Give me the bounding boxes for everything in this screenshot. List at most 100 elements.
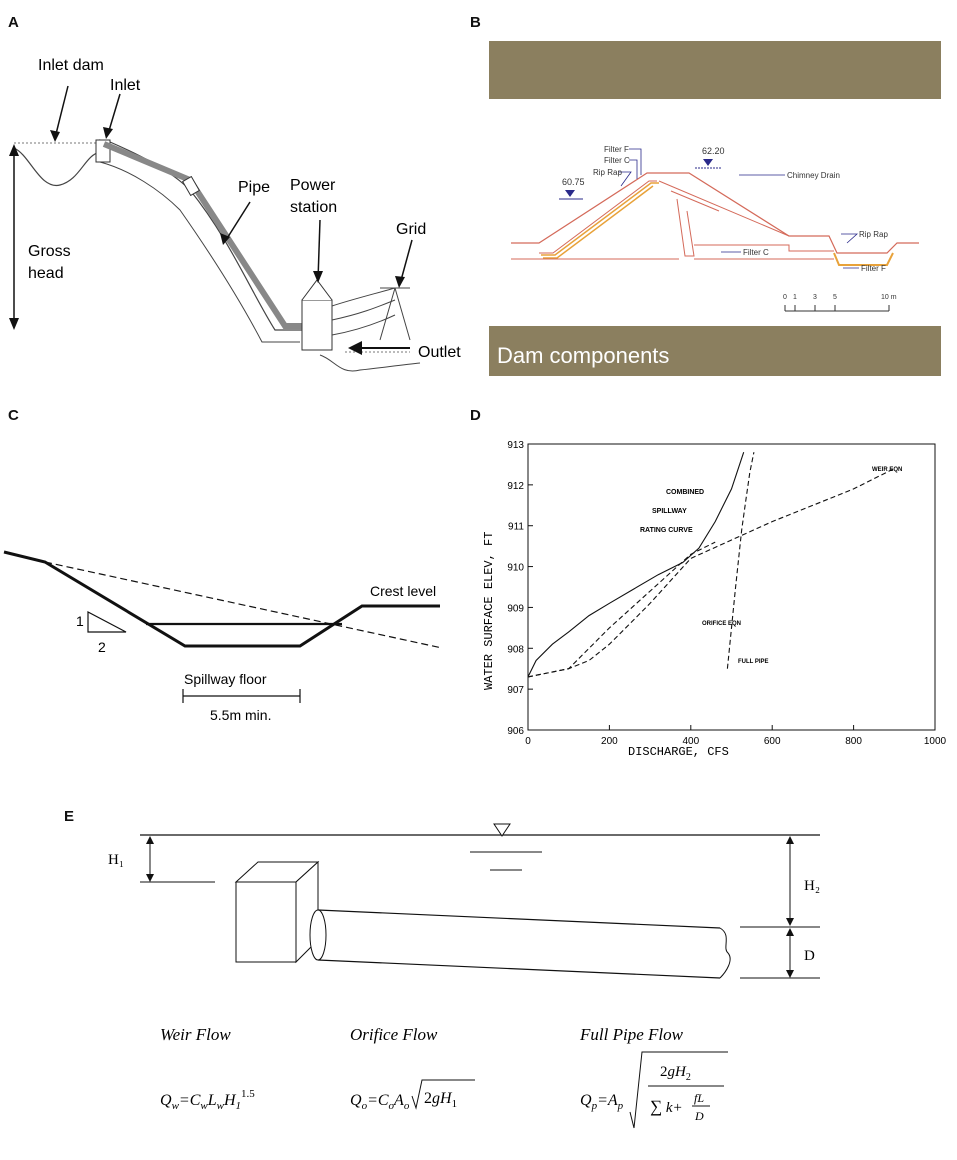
h1-arrow-bottom (146, 874, 154, 882)
y-tick-label-911: 911 (508, 522, 524, 533)
y-tick-label-908: 908 (507, 644, 524, 655)
pipe-pointer-head (220, 233, 230, 245)
series-line-3 (726, 452, 755, 669)
x-tick-label-400: 400 (682, 736, 699, 747)
power-station-label-2: station (290, 199, 337, 216)
inlet-dam-pointer-head (50, 130, 60, 142)
title-band (489, 326, 941, 376)
svg-text:Qw=CwLwH11.5: Qw=CwLwH11.5 (160, 1088, 255, 1112)
d-arrow-bottom (786, 970, 794, 978)
x-tick-label-200: 200 (601, 736, 618, 747)
inlet-label: Inlet (110, 77, 141, 94)
tailrace (319, 354, 421, 372)
level-marker-left (565, 190, 575, 197)
level-left-label: 60.75 (562, 177, 585, 187)
d-label: D (804, 948, 815, 964)
top-band (489, 41, 941, 99)
scale-tick-3: 3 (813, 294, 817, 301)
inlet-box-front (235, 881, 297, 963)
grid-label: Grid (396, 221, 426, 238)
scale-tick-10: 10 m (881, 294, 897, 301)
annotation-combined: COMBINED (666, 489, 704, 496)
full-pipe-flow-title: Full Pipe Flow (579, 1025, 684, 1044)
panel-e-label: E (64, 808, 75, 825)
chimney-drain (670, 190, 720, 257)
panel-d-label: D (470, 407, 481, 424)
core-zone (658, 180, 834, 252)
outlet-label: Outlet (418, 344, 461, 361)
panel-c-label: C (8, 407, 19, 424)
y-tick-label-913: 913 (507, 440, 524, 451)
embankment-outline (511, 172, 919, 254)
crest-level-label: Crest level (370, 583, 436, 599)
inlet-dam-pointer (54, 85, 69, 139)
annotation-orifice: ORIFICE EQN (702, 621, 741, 627)
inlet-dam-label: Inlet dam (38, 57, 104, 74)
gross-head-arrow-bottom (9, 318, 19, 330)
y-tick-label-909: 909 (507, 603, 524, 614)
x-tick-label-800: 800 (845, 736, 862, 747)
panel-c-spillway-section: 1 2 Crest level Spillway floor 5.5m min. (3, 550, 443, 723)
h2-arrow-top (786, 836, 794, 844)
annotation-fullpipe: FULL PIPE (738, 659, 769, 665)
water-surface-symbol (493, 823, 511, 837)
pipe-label: Pipe (238, 179, 270, 196)
h1-arrow-top (146, 836, 154, 844)
h1-label: H₁ (108, 852, 124, 868)
orifice-flow-equation: Qo=CoAo 2gH1 (350, 1079, 475, 1112)
culvert-pipe (317, 909, 721, 979)
y-tick-label-907: 907 (507, 685, 524, 696)
pipe-anchor (181, 175, 201, 197)
toe-drain (833, 252, 894, 266)
ground-profile-lower (99, 161, 300, 343)
spillway-profile (3, 550, 440, 648)
panel-b-dam-components: Dam components 60.75 62.20 Filter F Filt… (489, 41, 941, 376)
weir-flow-title: Weir Flow (160, 1025, 231, 1044)
panel-a-label: A (8, 14, 19, 31)
embankment-inner (539, 180, 657, 254)
svg-text:Qo=CoAo: Qo=CoAo (350, 1092, 410, 1112)
series-line-2 (527, 541, 716, 678)
outlet-pointer-head (348, 341, 362, 355)
svg-text:2gH1: 2gH1 (424, 1090, 457, 1110)
level-marker-right (703, 159, 713, 166)
min-width-label: 5.5m min. (210, 707, 271, 723)
chart-series (527, 452, 895, 678)
gross-head-arrow-top (9, 144, 19, 156)
filter-f-bottom-label: Filter F (861, 264, 886, 273)
x-axis-label: DISCHARGE, CFS (628, 745, 729, 759)
series-line-0 (527, 452, 745, 678)
power-pointer (317, 219, 321, 281)
y-axis-label: WATER SURFACE ELEV, FT (482, 532, 496, 690)
scale-tick-5: 5 (833, 294, 837, 301)
h2-label: H₂ (804, 878, 820, 894)
y-tick-label-912: 912 (507, 481, 524, 492)
filter-c-top-label: Filter C (604, 156, 630, 165)
x-tick-label-1000: 1000 (924, 736, 947, 747)
annotation-spillway: SPILLWAY (652, 508, 687, 515)
penstock-pipe (102, 141, 305, 329)
rip-rap-left-label: Rip Rap (593, 168, 622, 177)
ground-profile (13, 139, 310, 331)
full-pipe-flow-equation: Qp=Ap 2gH2 ∑ k+ fL D (580, 1051, 728, 1129)
grid-pointer-head (395, 276, 405, 288)
power-pointer-head (313, 271, 323, 283)
series-line-1 (527, 468, 895, 678)
gross-head-label-1: Gross (28, 243, 71, 260)
inlet-pointer (107, 93, 121, 135)
annotation-rating: RATING CURVE (640, 527, 693, 534)
plot-frame (527, 443, 936, 731)
scale-tick-0: 0 (783, 294, 787, 301)
slope-triangle (87, 611, 127, 633)
slope-rise-label: 1 (76, 613, 84, 629)
panel-b-label: B (470, 14, 481, 31)
culvert-pipe-outlet-end (719, 927, 731, 979)
power-station-roof (301, 279, 333, 301)
orifice-flow-title: Orifice Flow (350, 1025, 438, 1044)
svg-text:D: D (694, 1109, 704, 1123)
scale-tick-1: 1 (793, 294, 797, 301)
filter-f-top-label: Filter F (604, 145, 629, 154)
x-tick-label-600: 600 (764, 736, 781, 747)
scale-ticks-marks (784, 305, 890, 311)
